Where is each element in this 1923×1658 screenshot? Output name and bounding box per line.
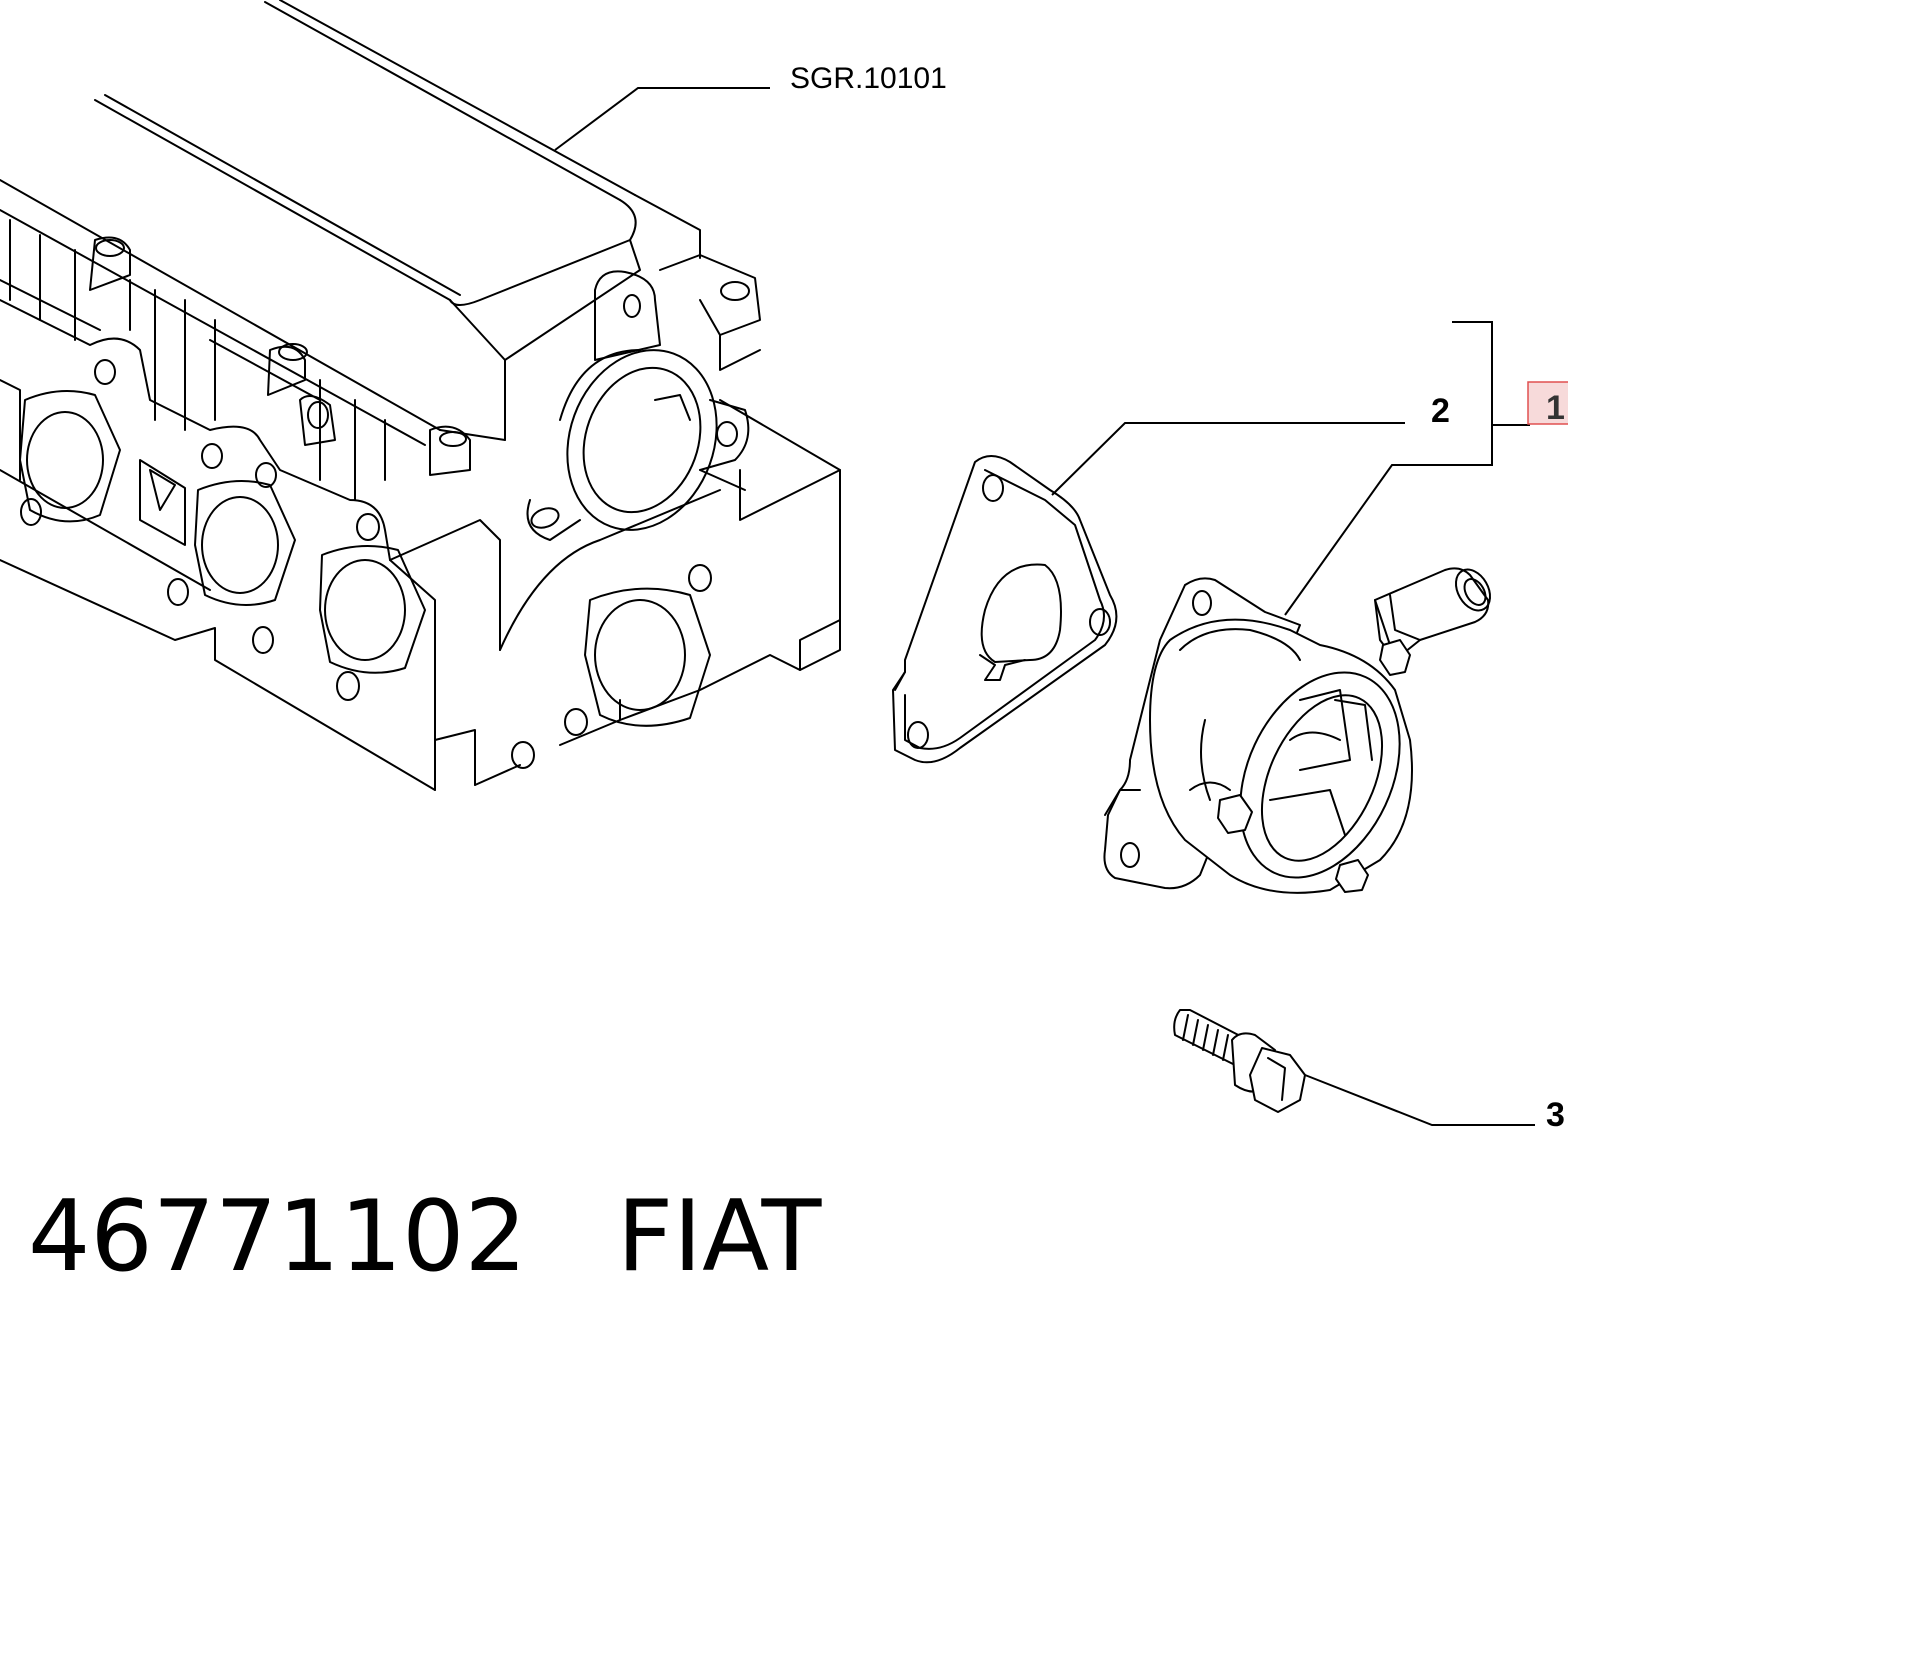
item-3-leader-line — [1304, 1074, 1535, 1126]
callout-item-3: 3 — [1546, 1096, 1565, 1134]
bolt-drawing — [1173, 1009, 1306, 1113]
callout-item-2: 2 — [1431, 392, 1450, 430]
parts-diagram: SGR.10101 2 — [0, 0, 1568, 1134]
gasket-drawing — [892, 455, 1118, 764]
sgr-leader-line — [554, 87, 770, 151]
callout-item-1: 1 — [1546, 389, 1565, 427]
assembly-bracket — [1284, 321, 1493, 616]
cylinder-head-drawing — [0, 0, 841, 791]
callout-item-1-highlight — [1527, 381, 1568, 425]
vacuum-pump-drawing — [1103, 567, 1492, 894]
item-2-leader-line — [1051, 422, 1405, 496]
brand-name: FIAT — [616, 1180, 822, 1294]
part-number: 46771102 — [28, 1180, 527, 1294]
part-caption: 46771102 FIAT — [28, 1180, 821, 1294]
reference-label: SGR.10101 — [790, 62, 947, 95]
